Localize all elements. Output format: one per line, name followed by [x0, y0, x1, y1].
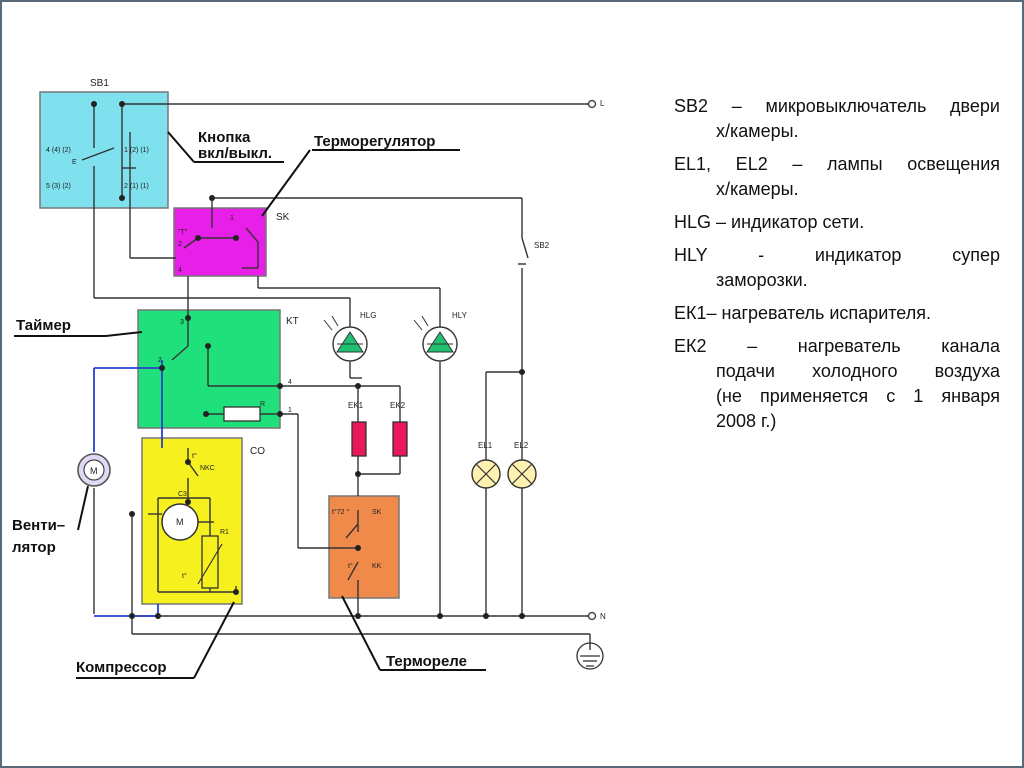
legend-line: SB2 – микровыключатель двери [674, 96, 1000, 116]
sk-terminal: "T" [178, 229, 188, 236]
blue-wires [93, 360, 163, 617]
thermo-relay-callout: Термореле [386, 653, 467, 670]
kt-terminal: 1 [288, 407, 292, 414]
thermo-relay-text: KK [372, 563, 382, 570]
co-text: R1 [220, 529, 229, 536]
ek2-heater [392, 421, 408, 457]
sk-terminal: 2 [178, 241, 182, 248]
legend-item: EL1, EL2 – лампы освещения х/камеры. [674, 152, 1000, 202]
sb1-terminal: 1 (2) (1) [124, 147, 149, 154]
compressor-motor [161, 503, 199, 541]
legend-item: HLG – индикатор сети. [674, 210, 1000, 235]
legend-item: HLY - индикатор супер заморозки. [674, 243, 1000, 293]
sb1-label: SB1 [90, 78, 109, 89]
co-text: t° [192, 452, 197, 460]
hly-indicator [413, 315, 458, 362]
ek2-label: EK2 [390, 401, 406, 410]
co-thermistor [201, 535, 219, 589]
el2-label: EL2 [514, 441, 529, 450]
legend-item: ЕК1– нагреватель испарителя. [674, 301, 1000, 326]
sb1-block [39, 91, 169, 209]
kt-label: KT [286, 316, 299, 327]
compressor-callout: Компрессор [76, 659, 167, 676]
hlg-indicator [323, 315, 368, 362]
line-terminal [587, 99, 597, 109]
button-callout: вкл/выкл. [198, 145, 272, 162]
legend-line: HLG – индикатор сети. [674, 212, 865, 232]
legend-line: HLY - индикатор супер [674, 245, 1000, 265]
legend-line: х/камеры. [716, 179, 799, 199]
co-text: t° [182, 572, 187, 580]
sb2-label: SB2 [534, 241, 550, 250]
kt-terminal: 4 [288, 379, 292, 386]
thermostat-callout: Терморегулятор [314, 133, 435, 150]
legend-line: подачи холодного воздуха [716, 361, 1000, 381]
kt-terminal: 3 [180, 319, 184, 326]
sb1-terminal: 2 (1) (1) [124, 183, 149, 190]
kt-resistor [223, 406, 261, 422]
callout-leaders [14, 131, 486, 679]
legend-item: ЕК2 – нагреватель канала подачи холодного… [674, 334, 1000, 434]
button-callout: Кнопка [198, 129, 251, 146]
sb1-terminal: 5 (3) (2) [46, 183, 71, 190]
el2-lamp [507, 459, 537, 489]
thermo-relay-text: t° [348, 562, 353, 570]
sk-label: SK [276, 212, 290, 223]
hly-label: HLY [452, 311, 468, 320]
el1-lamp [471, 459, 501, 489]
junction-dots [91, 101, 525, 619]
legend-line: заморозки. [716, 270, 808, 290]
co-text: NKC [200, 465, 215, 472]
sb1-terminal: E [72, 159, 77, 166]
sk-terminal: 1 [230, 215, 234, 222]
ground-symbol [576, 642, 604, 670]
legend-line: ЕК1– нагреватель испарителя. [674, 303, 931, 323]
line-terminal-label: L [600, 99, 605, 108]
legend-line: 2008 г.) [716, 411, 777, 431]
ek1-label: EK1 [348, 401, 364, 410]
fan-callout: Венти– [12, 517, 65, 534]
legend-line: ЕК2 – нагреватель канала [674, 336, 1000, 356]
thermo-relay-text: t°72 ° [332, 508, 349, 516]
fan-motor [77, 453, 111, 487]
sk-block [173, 207, 267, 277]
fan-callout: лятор [12, 539, 56, 556]
legend-line: EL1, EL2 – лампы освещения [674, 154, 1000, 174]
sk-terminal: 4 [178, 267, 182, 274]
kt-terminal: 2 [158, 357, 162, 364]
thermo-relay-block [328, 495, 400, 599]
co-text: C3 [178, 491, 187, 498]
neutral-terminal-label: N [600, 612, 606, 621]
el1-label: EL1 [478, 441, 493, 450]
kt-terminal: R [260, 401, 265, 408]
thermo-relay-text: SK [372, 509, 382, 516]
legend-line: х/камеры. [716, 121, 799, 141]
timer-callout: Таймер [16, 317, 71, 334]
ek1-heater [351, 421, 367, 457]
legend-item: SB2 – микровыключатель двери х/камеры. [674, 94, 1000, 144]
hlg-label: HLG [360, 311, 376, 320]
co-text: M [176, 517, 184, 527]
co-label: CO [250, 446, 265, 457]
neutral-terminal [587, 611, 597, 621]
legend-line: (не применяется с 1 января [716, 386, 1000, 406]
sb1-terminal: 4 (4) (2) [46, 147, 71, 154]
fan-symbol: M [90, 466, 98, 476]
